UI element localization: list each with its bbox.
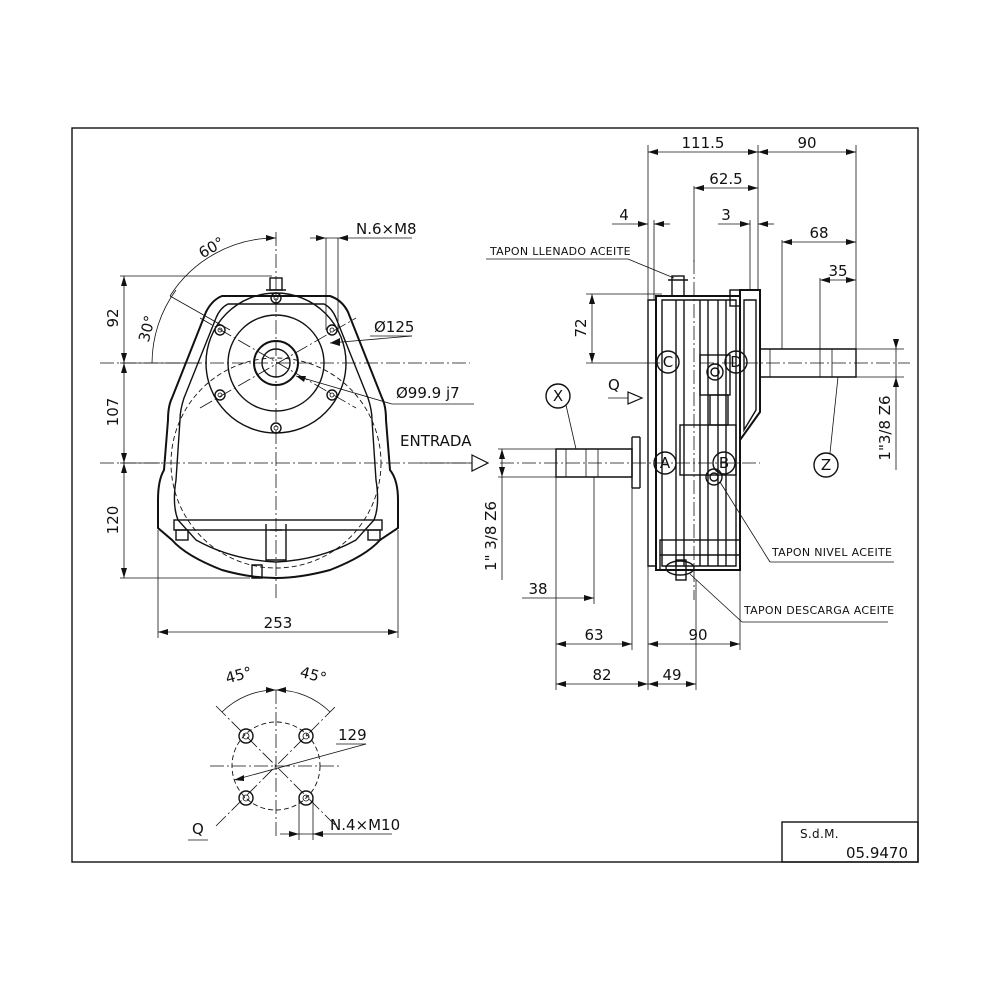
dim-35: 35: [828, 262, 847, 280]
dim-38: 38: [528, 580, 547, 598]
angle-30: 30°: [135, 314, 159, 344]
dia-99-label: Ø99.9 j7: [396, 384, 460, 402]
dim-72: 72: [572, 318, 590, 337]
callout-z: Z: [821, 456, 831, 474]
thread-right-label: 1"3/8 Z6: [876, 395, 894, 460]
dim-4: 4: [619, 206, 629, 224]
dim-68: 68: [809, 224, 828, 242]
thread-left-label: 1" 3/8 Z6: [482, 501, 500, 571]
drain-plug-label: TAPON DESCARGA ACEITE: [743, 604, 894, 617]
view-q-title: Q: [192, 820, 204, 838]
holes-top-label: N.6×M8: [356, 220, 417, 238]
side-view-annotations: TAPON LLENADO ACEITE TAPON NIVEL ACEITE …: [482, 245, 904, 623]
dim-3: 3: [721, 206, 731, 224]
front-view-dimensions: 92 107 120 253 60° 30° N.6×M8 Ø125 Ø99: [104, 220, 490, 638]
dim-92: 92: [104, 308, 122, 327]
dim-90-bottom: 90: [688, 626, 707, 644]
callout-x: X: [553, 387, 563, 405]
dia-125-label: Ø125: [374, 318, 414, 336]
dim-90-top: 90: [797, 134, 816, 152]
fill-plug-label: TAPON LLENADO ACEITE: [489, 245, 631, 258]
callout-b: B: [719, 454, 729, 472]
title-block: S.d.M. 05.9470: [781, 821, 919, 863]
dim-253: 253: [264, 614, 293, 632]
drawing-border: [71, 127, 919, 863]
holes-flange-label: N.4×M10: [330, 816, 400, 834]
callout-a: A: [660, 454, 671, 472]
callout-d: D: [730, 353, 742, 371]
callouts: X Z A B C D: [545, 350, 839, 478]
company-label: S.d.M.: [800, 827, 839, 841]
front-view: [100, 232, 470, 600]
angle-45-left: 45°: [224, 663, 254, 687]
level-plug-label: TAPON NIVEL ACEITE: [771, 546, 892, 559]
callout-c: C: [663, 353, 673, 371]
dim-62-5: 62.5: [709, 170, 742, 188]
entrada-label: ENTRADA: [400, 432, 472, 450]
dim-111-5: 111.5: [682, 134, 725, 152]
angle-60: 60°: [195, 233, 227, 262]
dim-82: 82: [592, 666, 611, 684]
side-view-dimensions: 111.5 90 62.5 4 3 68 35: [522, 134, 857, 690]
dim-129: 129: [338, 726, 367, 744]
dim-49: 49: [662, 666, 681, 684]
drawing-number: 05.9470: [846, 844, 908, 862]
dim-120: 120: [104, 506, 122, 535]
dim-63: 63: [584, 626, 603, 644]
view-q: 45° 45° 129 N.4×M10 Q: [188, 663, 400, 841]
view-q-arrow-label: Q: [608, 376, 620, 394]
dim-107: 107: [104, 398, 122, 427]
angle-45-right: 45°: [298, 663, 328, 687]
